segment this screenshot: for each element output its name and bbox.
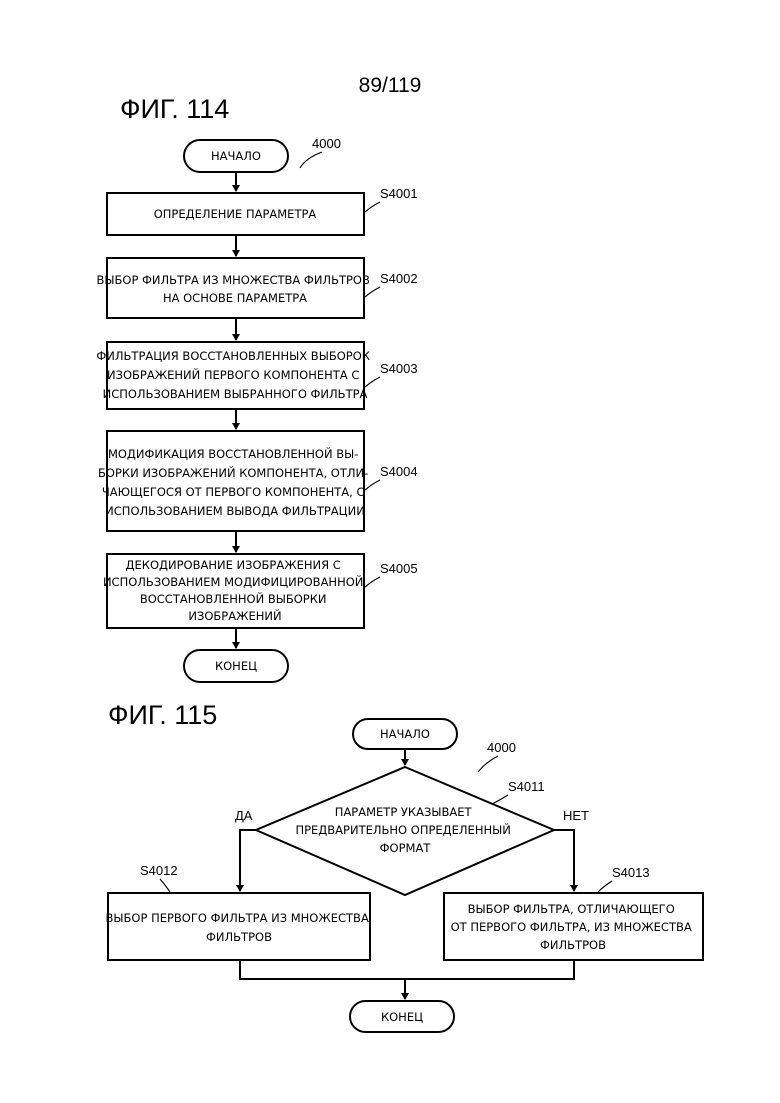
fig115-yes-label: ДА (235, 808, 253, 823)
fig115-step-s4012-box (108, 893, 370, 960)
step-text-line: ФИЛЬТРОВ (206, 930, 272, 944)
fig114-step-s4002-id: S4002 (380, 271, 418, 286)
step-text-line: ИЗОБРАЖЕНИЙ (188, 608, 281, 623)
step-text-line: ИСПОЛЬЗОВАНИЕМ ВЫВОДА ФИЛЬТРАЦИИ (105, 504, 365, 518)
fig114-step-s4001-leader (365, 202, 380, 212)
step-text-line: МОДИФИКАЦИЯ ВОССТАНОВЛЕННОЙ ВЫ- (108, 446, 358, 461)
fig114-ref-label: 4000 (312, 136, 341, 151)
step-text-line: ФИЛЬТРОВ (540, 938, 606, 952)
step-text-line: ВЫБОР ПЕРВОГО ФИЛЬТРА ИЗ МНОЖЕСТВА (106, 911, 369, 925)
fig114-title: ФИГ. 114 (120, 94, 229, 124)
fig114-step-s4001-text: ОПРЕДЕЛЕНИЕ ПАРАМЕТРА (154, 207, 317, 221)
fig115-step-s4013-id: S4013 (612, 865, 650, 880)
step-text-line: ИСПОЛЬЗОВАНИЕМ МОДИФИЦИРОВАННОЙ (103, 574, 363, 589)
fig114-step-s4002-leader (365, 287, 380, 297)
step-text-line: ФИЛЬТРАЦИЯ ВОССТАНОВЛЕННЫХ ВЫБОРОК (96, 349, 370, 363)
step-text-line: ВОССТАНОВЛЕННОЙ ВЫБОРКИ (140, 591, 327, 606)
fig114-start-label: НАЧАЛО (211, 149, 261, 163)
decision-text-line: ПАРАМЕТР УКАЗЫВАЕТ (335, 805, 473, 819)
fig115-yes-connector (240, 830, 256, 891)
fig115-step-s4013-leader (598, 881, 612, 892)
fig114-step-s4004-id: S4004 (380, 464, 418, 479)
step-text-line: ОПРЕДЕЛЕНИЕ ПАРАМЕТРА (154, 207, 317, 221)
fig115-merge-connector (240, 960, 574, 979)
step-text-line: ВЫБОР ФИЛЬТРА, ОТЛИЧАЮЩЕГО (468, 902, 675, 916)
fig115-start-label: НАЧАЛО (380, 727, 430, 741)
fig115-no-label: НЕТ (563, 808, 589, 823)
step-text-line: ДЕКОДИРОВАНИЕ ИЗОБРАЖЕНИЯ С (126, 558, 341, 572)
fig115-no-connector (554, 830, 574, 891)
fig115-end-label: КОНЕЦ (381, 1010, 423, 1024)
fig114-end-label: КОНЕЦ (215, 659, 257, 673)
fig114-step-s4003-id: S4003 (380, 361, 418, 376)
page-number: 89/119 (359, 74, 422, 97)
fig114-step-s4002-box (107, 258, 364, 318)
fig114-step-s4003-text: ФИЛЬТРАЦИЯ ВОССТАНОВЛЕННЫХ ВЫБОРОК ИЗОБР… (96, 349, 373, 401)
fig115-step-s4012-leader (160, 879, 170, 892)
fig115-ref-leader (478, 756, 498, 772)
step-text-line: ВЫБОР ФИЛЬТРА ИЗ МНОЖЕСТВА ФИЛЬТРОВ (96, 273, 370, 287)
fig115-title: ФИГ. 115 (108, 700, 217, 730)
step-text-line: ИСПОЛЬЗОВАНИЕМ ВЫБРАННОГО ФИЛЬТРА (103, 387, 368, 401)
step-text-line: ЧАЮЩЕГОСЯ ОТ ПЕРВОГО КОМПОНЕНТА, С (102, 485, 365, 499)
fig114-ref-leader (300, 152, 322, 168)
fig114-step-s4005-leader (365, 577, 380, 587)
decision-text-line: ФОРМАТ (380, 841, 432, 855)
decision-text-line: ПРЕДВАРИТЕЛЬНО ОПРЕДЕЛЕННЫЙ (295, 822, 510, 837)
step-text-line: НА ОСНОВЕ ПАРАМЕТРА (163, 291, 307, 305)
fig114-step-s4005-id: S4005 (380, 561, 418, 576)
step-text-line: БОРКИ ИЗОБРАЖЕНИЙ КОМПОНЕНТА, ОТЛИ- (98, 465, 368, 480)
fig115-ref-label: 4000 (487, 740, 516, 755)
fig115-step-s4012-id: S4012 (140, 863, 178, 878)
fig115-decision-leader (492, 795, 508, 804)
fig114-step-s4003-leader (365, 377, 380, 387)
step-text-line: ОТ ПЕРВОГО ФИЛЬТРА, ИЗ МНОЖЕСТВА (451, 920, 692, 934)
step-text-line: ИЗОБРАЖЕНИЙ ПЕРВОГО КОМПОНЕНТА С (107, 367, 359, 382)
fig114-step-s4001-id: S4001 (380, 186, 418, 201)
fig115-decision-id: S4011 (508, 779, 545, 794)
